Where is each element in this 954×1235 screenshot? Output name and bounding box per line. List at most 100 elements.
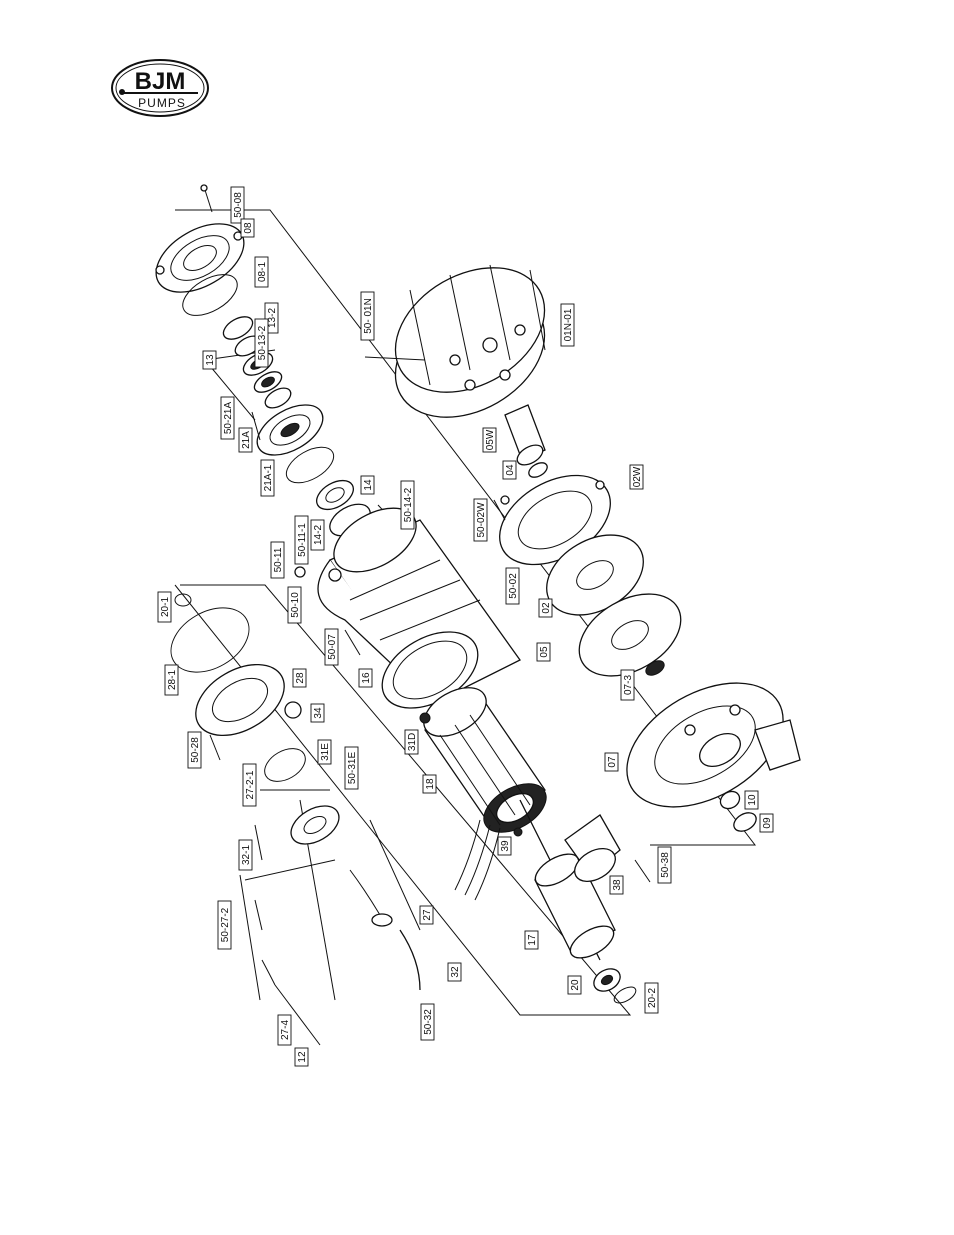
part-label-07: 07	[604, 752, 619, 772]
part-number-text: 50-11	[273, 547, 284, 572]
part-number-text: 50-28	[190, 737, 201, 763]
part-label-50-01n: 50- 01N	[360, 291, 375, 341]
part-label-50-13-2: 50-13-2	[254, 318, 269, 368]
bjm-pumps-logo: BJM PUMPS	[111, 59, 209, 117]
part-label-31d: 31D	[404, 729, 419, 755]
part-label-08-1: 08-1	[254, 256, 269, 288]
part-number-text: 14-2	[313, 525, 324, 545]
part-label-20-2: 20-2	[644, 982, 659, 1014]
part-number-text: 27-4	[280, 1020, 291, 1040]
part-label-28: 28	[292, 668, 307, 688]
part-number-text: 50-27-2	[220, 907, 231, 942]
wear-ring-10	[719, 790, 741, 810]
impeller-05	[578, 593, 682, 677]
part-label-50-08: 50-08	[230, 186, 245, 224]
logo-bottom-text: PUMPS	[138, 96, 186, 110]
part-number-text: 07-3	[623, 675, 634, 695]
part-number-text: 13	[205, 354, 216, 366]
part-number-text: 50-02	[508, 573, 519, 599]
part-label-50-21a: 50-21A	[220, 396, 235, 440]
part-label-28-1: 28-1	[164, 664, 179, 696]
part-label-32-1: 32-1	[238, 839, 253, 871]
part-number-text: 09	[762, 817, 773, 829]
part-label-50-14-2: 50-14-2	[400, 480, 415, 530]
part-label-50-02w: 50-02W	[473, 498, 488, 542]
part-number-text: 08-1	[257, 262, 268, 282]
part-number-text: 50-10	[290, 592, 301, 618]
part-label-50-38: 50-38	[657, 846, 672, 884]
part-label-50-11-1: 50-11-1	[294, 515, 309, 565]
part-label-38: 38	[609, 875, 624, 895]
part-label-01n-01: 01N-01	[560, 303, 575, 347]
part-label-17: 17	[524, 930, 539, 950]
cable-assembly-27	[254, 805, 421, 1046]
part-number-text: 39	[500, 840, 511, 852]
bearing-20	[593, 968, 637, 1004]
part-label-14: 14	[360, 475, 375, 495]
part-number-text: 28-1	[167, 670, 178, 690]
part-number-text: 34	[313, 707, 324, 719]
part-label-32: 32	[447, 962, 462, 982]
part-label-12: 12	[294, 1047, 309, 1067]
part-number-text: 50-38	[660, 852, 671, 878]
stator-18	[419, 687, 547, 901]
part-number-text: 50-07	[327, 634, 338, 660]
part-number-text: 01N-01	[563, 308, 574, 341]
part-number-text: 16	[361, 672, 372, 684]
part-number-text: 32	[450, 966, 461, 978]
wear-ring-09	[733, 812, 757, 832]
part-number-text: 50-08	[233, 192, 244, 218]
cover-28	[170, 593, 302, 761]
part-label-02w: 02W	[629, 464, 644, 490]
part-label-13: 13	[202, 350, 217, 370]
part-label-50-31e: 50-31E	[344, 746, 359, 790]
part-label-08: 08	[240, 218, 255, 238]
bearing-housing-21A	[251, 404, 324, 456]
part-label-05w: 05W	[482, 427, 497, 453]
part-number-text: 20	[570, 979, 581, 991]
part-number-text: 05	[539, 646, 550, 658]
part-number-text: 10	[747, 794, 758, 806]
part-number-text: 17	[527, 934, 538, 946]
part-number-text: 14	[363, 479, 374, 491]
part-number-text: 05W	[485, 429, 496, 450]
part-number-text: 02	[541, 602, 552, 614]
part-label-21a: 21A	[238, 427, 253, 453]
part-label-27-4: 27-4	[277, 1014, 292, 1046]
part-label-04: 04	[502, 460, 517, 480]
part-number-text: 32-1	[241, 845, 252, 865]
part-label-14-2: 14-2	[310, 519, 325, 551]
cable-entry-38	[564, 814, 651, 883]
part-number-text: 20-2	[647, 988, 658, 1008]
part-label-21a-1: 21A-1	[260, 459, 275, 497]
part-label-18: 18	[422, 774, 437, 794]
motor-housing-16	[294, 507, 521, 709]
part-number-text: 50-13-2	[257, 325, 268, 360]
part-label-07-3: 07-3	[620, 669, 635, 701]
part-number-text: 07	[607, 756, 618, 768]
pump-casing-07	[626, 682, 801, 808]
part-label-02: 02	[538, 598, 553, 618]
part-label-20-1: 20-1	[157, 591, 172, 623]
part-number-text: 20-1	[160, 597, 171, 617]
part-number-text: 27-2-1	[245, 770, 256, 799]
part-label-27: 27	[419, 905, 434, 925]
part-number-text: 50-31E	[347, 752, 358, 785]
part-label-50-10: 50-10	[287, 586, 302, 624]
o-ring-27-2-1	[264, 748, 306, 782]
part-number-text: 38	[612, 879, 623, 891]
logo-top-text: BJM	[135, 68, 186, 95]
part-label-09: 09	[759, 813, 774, 833]
part-label-50-02: 50-02	[505, 567, 520, 605]
part-number-text: 50-21A	[223, 402, 234, 435]
part-number-text: 04	[505, 464, 516, 476]
part-number-text: 50-32	[423, 1009, 434, 1035]
part-label-20: 20	[567, 975, 582, 995]
part-label-16: 16	[358, 668, 373, 688]
impeller-05W	[504, 404, 548, 478]
part-label-39: 39	[497, 836, 512, 856]
part-number-text: 31E	[320, 743, 331, 761]
part-label-05: 05	[536, 642, 551, 662]
